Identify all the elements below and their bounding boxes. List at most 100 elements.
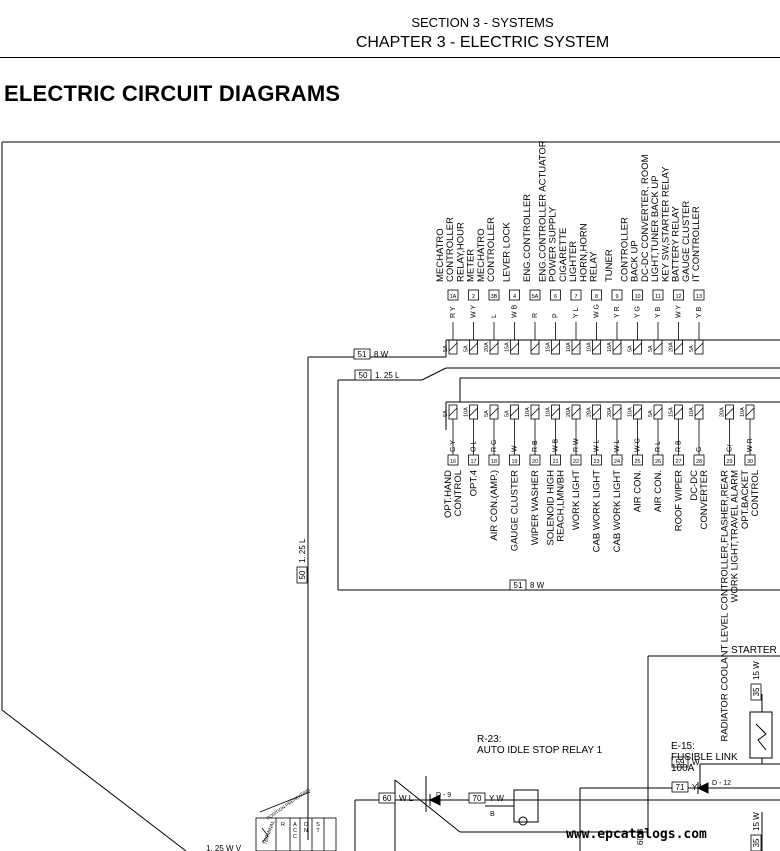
fuse-label: CONTROL [453, 470, 464, 516]
fuse-number: 5A [532, 294, 539, 300]
fuse-amp: 5A [443, 345, 449, 352]
key-switch-table [255, 791, 337, 851]
wire-60b: 60 B [636, 829, 645, 845]
fuse-label: AIR CON.(AMP.) [489, 470, 500, 541]
fuse-label: RELAY,HOUR [456, 222, 467, 282]
fuse-number-box [529, 454, 541, 466]
fuse-number: 23 [593, 459, 599, 465]
svg-text:51: 51 [358, 350, 367, 359]
header-rule [0, 57, 780, 58]
fuse-amp: 15A [669, 407, 675, 417]
fuse-wire: O L [471, 441, 478, 452]
fuse-label: CONTROLLER [486, 217, 497, 282]
fuse-number: 13 [696, 294, 702, 300]
fuse-label: METER [466, 249, 477, 282]
fuse-number: 28 [696, 459, 702, 465]
fuse-number: 29 [726, 459, 732, 465]
fuse-label: WIPER WASHER [530, 470, 541, 545]
fuse-wire: P [553, 313, 560, 318]
diode-12-label: D - 12 [712, 780, 731, 787]
fuse-number-box [652, 289, 664, 301]
svg-text:8 W: 8 W [530, 581, 545, 590]
svg-text:8 W: 8 W [374, 350, 389, 359]
svg-text:15 W: 15 W [752, 812, 761, 831]
key-switch-col-label: A [293, 822, 297, 828]
fuse-number-box [570, 289, 582, 301]
fuse-number-box [468, 454, 479, 466]
fuse-wire: R B [532, 440, 539, 452]
watermark-text: www.epcatalogs.com [566, 827, 707, 842]
fuse-amp: 10A [525, 407, 531, 417]
fuse-number: 24 [614, 459, 620, 465]
fuse-number-box [673, 289, 684, 301]
key-switch-col-label: R [281, 822, 285, 828]
fusible-link-id: E-15: [671, 741, 695, 752]
diode-9-symbol [428, 794, 441, 806]
fuse-number: 7 [574, 294, 577, 300]
fuse-wire: W L [594, 439, 601, 452]
fusible-link-name: FUSIBLE LINK [671, 752, 738, 763]
fuse-symbol [653, 339, 663, 355]
fuse-wire: R Y [450, 306, 457, 318]
fuse-symbol [694, 339, 704, 355]
fuse-amp: 5A [689, 345, 695, 352]
fuse-amp: 20A [607, 407, 613, 417]
fusible-link-amp: 100A [671, 763, 695, 774]
fuse-label: ENG.CONTROLLER ACTUATOR [538, 140, 549, 282]
fuse-wire: W B [512, 304, 519, 318]
fuse-wire: R G [491, 440, 498, 452]
key-switch-col-label: S [316, 822, 320, 828]
fuse-wire: W [512, 445, 519, 452]
fuse-label: GAUGE CLUSTER [681, 201, 692, 282]
fuse-label: MECHATRO [435, 228, 446, 282]
fuse-box-wiring [307, 339, 780, 851]
fuse-amp: 5A [505, 410, 511, 417]
fuse-wire: W G [594, 304, 601, 318]
fuse-symbol [530, 339, 540, 355]
svg-text:1. 25 L: 1. 25 L [298, 538, 307, 563]
fuse-number-box [550, 454, 561, 466]
fuse-wire: Y B [655, 307, 662, 318]
relay-b-terminal: B [490, 811, 495, 818]
fuse-wire: W B [553, 438, 560, 452]
fuse-symbol [489, 339, 499, 355]
fuse-amp: 10A [628, 407, 634, 417]
fuse-label: HORN,HORN [579, 223, 590, 282]
fuse-symbol [633, 339, 642, 355]
fuse-label: MECHATRO [476, 228, 487, 282]
fuse-number-box [488, 454, 500, 466]
fuse-amp: 5A [443, 410, 449, 417]
svg-text:51: 51 [514, 581, 523, 590]
fuse-number-box [744, 454, 756, 466]
fuse-label: ENG.CONTROLLER [522, 194, 533, 282]
svg-text:35: 35 [752, 687, 761, 696]
fuse-amp: 10A [566, 342, 572, 352]
fuse-amp: 10A [464, 407, 470, 417]
wire-51-top: 51 8 W [353, 348, 389, 360]
fuse-number: 27 [675, 459, 681, 465]
fuse-number: 9 [615, 294, 618, 300]
fuse-number-box [591, 454, 602, 466]
fuse-label: LIGHTER [568, 241, 579, 282]
page-title: ELECTRIC CIRCUIT DIAGRAMS [4, 81, 341, 106]
fuse-amp: 5A [648, 345, 654, 352]
chapter-header: CHAPTER 3 - ELECTRIC SYSTEM [355, 34, 610, 51]
fuse-label: AIR CON. [633, 470, 644, 512]
svg-text:W L: W L [399, 794, 414, 803]
fuse-number-box [570, 454, 582, 466]
fuse-number: 17 [470, 459, 476, 465]
starter-label: STARTER [731, 645, 777, 656]
svg-text:50: 50 [359, 371, 368, 380]
fuse-symbol [592, 339, 601, 355]
